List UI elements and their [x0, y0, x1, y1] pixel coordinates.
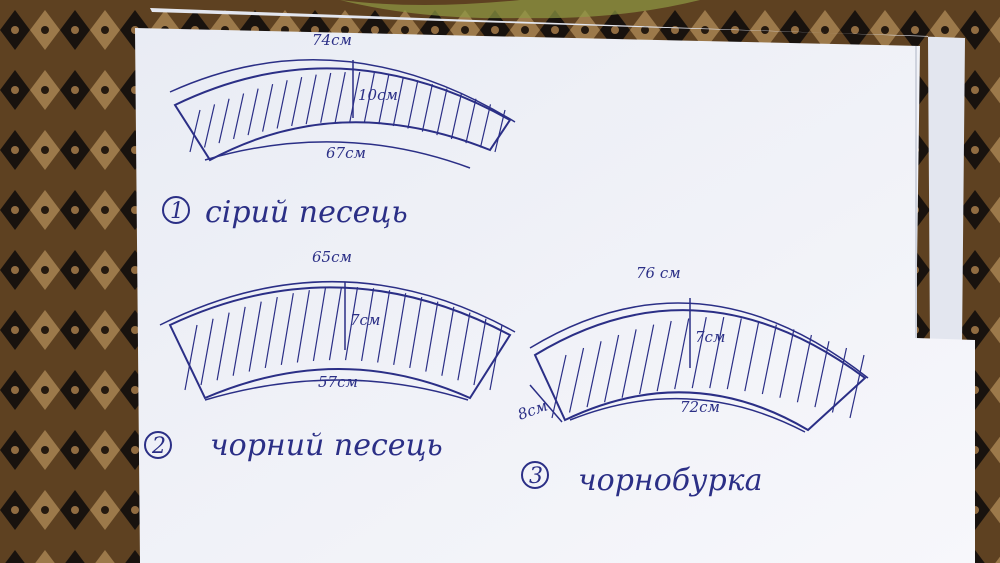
pattern-2-label: чорний песець	[210, 428, 443, 463]
pattern-1-outline	[173, 67, 512, 162]
pattern-3-bottom-width: 72см	[680, 398, 720, 416]
pattern-1-drawing	[169, 59, 516, 169]
pattern-2-height: 7см	[350, 311, 380, 329]
pattern-2-bottom-width: 57см	[318, 373, 358, 391]
pattern-2-top-width: 65см	[312, 248, 352, 266]
pattern-1-top-width: 74см	[312, 31, 352, 49]
pattern-1-height: 10см	[358, 86, 398, 104]
pattern-3-number: 3	[529, 464, 543, 489]
pattern-1-hatching	[189, 71, 506, 153]
pattern-3-top-width: 76 см	[636, 264, 681, 282]
pattern-3-drawing	[529, 298, 869, 433]
pattern-2-outline	[168, 286, 512, 400]
paper-sheet	[135, 28, 975, 563]
pattern-2-number-circle	[144, 431, 172, 459]
pattern-3-number-circle	[521, 461, 549, 489]
pattern-2-drawing	[159, 281, 516, 401]
pattern-1-label: сірий песець	[205, 195, 408, 230]
pattern-1-bottom-width: 67см	[326, 144, 366, 162]
pattern-2-number: 2	[151, 434, 166, 459]
pattern-1-number-circle	[162, 196, 190, 224]
pattern-3-label: чорнобурка	[578, 463, 762, 498]
pattern-3-outline	[533, 309, 867, 432]
pattern-1-number: 1	[170, 199, 184, 224]
pattern-2-hatching	[184, 287, 503, 391]
pattern-3-hatching	[551, 317, 865, 419]
pattern-3-height: 7см	[695, 328, 725, 346]
